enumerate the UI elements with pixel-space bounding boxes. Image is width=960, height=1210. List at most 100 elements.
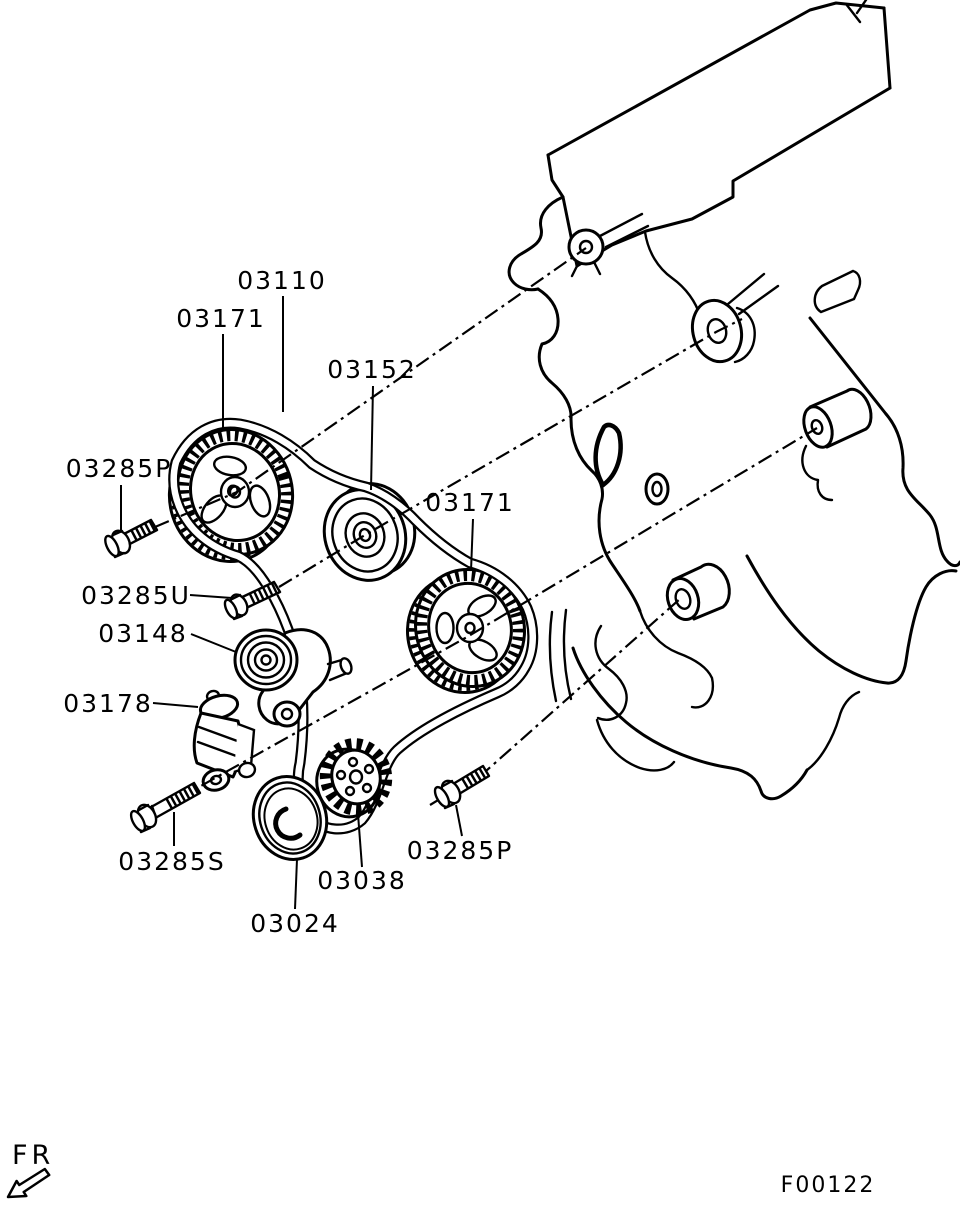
leader-03171-right	[470, 518, 474, 572]
bolt-03285S	[129, 781, 202, 834]
crank-sprocket-teeth	[319, 738, 393, 816]
side-boss-bracket	[801, 444, 834, 502]
bolt-head-edges	[230, 593, 244, 621]
bolt-threads	[460, 765, 490, 790]
centerline-right-cam	[151, 427, 818, 813]
crank-seal-disc	[251, 775, 329, 861]
sprocket-cutout	[248, 484, 272, 518]
tensioner-ring	[246, 641, 286, 679]
idler-ring	[331, 497, 399, 573]
crank-hole	[344, 785, 356, 797]
leader-03285P-right	[455, 804, 463, 837]
leader-03038	[357, 813, 363, 868]
leader-03152	[370, 385, 374, 491]
callout-03024[interactable]: 03024	[250, 909, 340, 938]
tensioner-ring	[239, 634, 293, 686]
pump-pulley-depth	[733, 306, 756, 364]
front-marker: FR	[6, 1140, 54, 1199]
sprocket-teeth	[177, 430, 293, 554]
callout-03285P-right[interactable]: 03285P	[407, 836, 514, 865]
leader-lines	[120, 296, 474, 910]
leader-03285U	[189, 594, 233, 599]
leader-03178	[152, 702, 199, 708]
lower-bracket-curve	[594, 624, 628, 721]
callout-03178[interactable]: 03178	[63, 689, 153, 718]
sprocket-bolt-hole	[464, 621, 476, 635]
idler-pulley	[322, 482, 417, 582]
auto-tensioner	[192, 689, 257, 792]
auto-tensioner-lug	[237, 761, 257, 779]
valve-cover-right-end	[882, 6, 892, 90]
head-left-profile	[507, 195, 565, 292]
crankshaft-sprocket	[315, 738, 393, 819]
tensioner-center	[260, 654, 272, 666]
disc-crescent	[273, 806, 303, 841]
callout-03171-right[interactable]: 03171	[425, 488, 515, 517]
bolt-head-edges	[137, 803, 152, 834]
callout-03285U[interactable]: 03285U	[81, 581, 191, 610]
bolt-head-edges	[111, 529, 126, 559]
valve-cover-top-edge	[546, 1, 886, 157]
belt-tensioner	[233, 628, 353, 728]
auto-tensioner-bands	[196, 725, 242, 759]
callout-03038[interactable]: 03038	[317, 866, 407, 895]
sprocket-teeth	[416, 569, 524, 687]
valve-cover-left-end	[546, 153, 579, 268]
bolt-03285P-right	[433, 764, 491, 810]
block-left-profile	[569, 417, 642, 613]
o-ring	[644, 472, 670, 506]
tensioner-ring	[253, 648, 279, 672]
head-lower-profile	[536, 287, 573, 421]
callout-03110[interactable]: 03110	[237, 266, 327, 295]
block-lower-right-edge	[884, 412, 960, 568]
sprocket-cutout	[212, 455, 248, 477]
lower-casting-curve	[595, 718, 676, 772]
cover-corner-ticks	[844, 0, 868, 24]
leaf-casting	[593, 422, 623, 489]
leader-03024	[294, 858, 298, 910]
head-boss-stem	[570, 260, 602, 278]
right-bracket	[813, 269, 862, 314]
oil-pan-inner	[571, 646, 809, 801]
callout-03285S[interactable]: 03285S	[118, 847, 225, 876]
bolt-head-edges	[441, 779, 456, 810]
bolt-03285U	[223, 580, 282, 621]
crank-hub-hole	[348, 769, 364, 785]
engine-outline	[507, 0, 960, 801]
oil-pan-outer	[745, 554, 958, 685]
bolt-03285P-left	[104, 518, 159, 559]
tensioner-pivot-hole	[280, 707, 294, 721]
front-marker-label: FR	[12, 1140, 54, 1171]
crank-hole	[335, 769, 347, 781]
pump-arm	[726, 272, 780, 316]
camshaft-sprocket-right	[406, 567, 526, 695]
crank-hole	[363, 763, 375, 775]
callout-03171-left[interactable]: 03171	[176, 304, 266, 333]
leader-03148	[190, 633, 237, 653]
bolt-threads	[165, 782, 200, 810]
oil-pan-right	[805, 690, 861, 772]
callout-03285P-left[interactable]: 03285P	[66, 454, 173, 483]
idler-inner-ring	[352, 521, 378, 549]
tensioner-stub-cap	[339, 657, 353, 675]
callout-labels: 03110 03171 03152 03285P 03171 03285U 03…	[63, 266, 515, 938]
callout-03152[interactable]: 03152	[327, 355, 417, 384]
figure-code: F00122	[781, 1173, 876, 1198]
bolt-shank	[142, 781, 202, 823]
hub-detail	[226, 484, 239, 497]
side-boss-body	[808, 387, 873, 449]
sprocket-cutout	[435, 611, 455, 645]
callout-03148[interactable]: 03148	[98, 619, 188, 648]
centerline-left-cam	[154, 247, 587, 529]
bolt-threads	[130, 519, 157, 542]
o-ring-hole	[651, 480, 663, 498]
crank-hole	[361, 782, 373, 794]
disc-ring	[263, 787, 319, 851]
block-right-edge	[808, 316, 888, 416]
front-case-edge	[548, 608, 573, 703]
disc-ring	[258, 781, 322, 855]
crank-hole	[347, 756, 359, 768]
head-boss-arm	[598, 212, 650, 249]
